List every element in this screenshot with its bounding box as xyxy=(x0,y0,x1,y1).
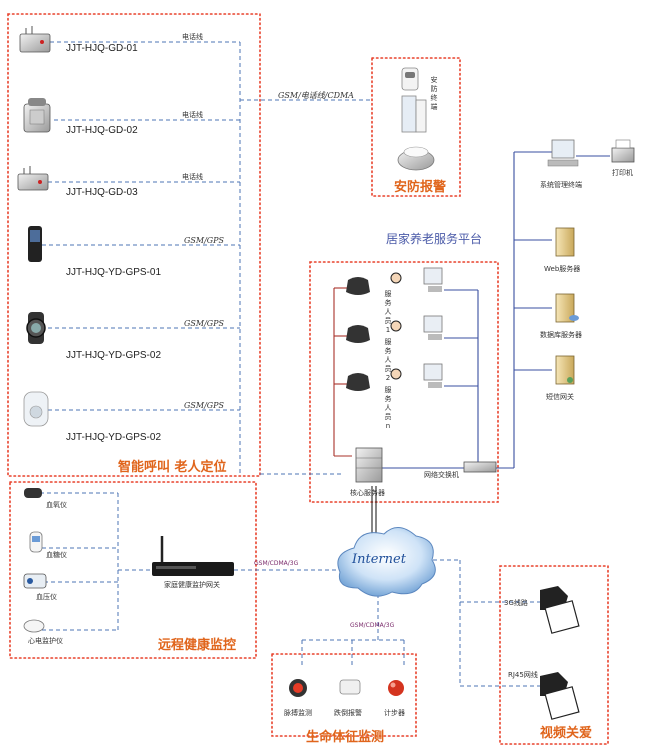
box-security xyxy=(371,57,461,197)
fall-label: 跌倒报警 xyxy=(334,709,362,717)
pendant-gps02-icon xyxy=(23,391,49,427)
link-gateway: GSM/CDMA/3G xyxy=(254,560,299,567)
staff-row-n xyxy=(346,363,443,391)
link-gps-1: GSM/GPS xyxy=(184,236,225,245)
smoke-detector-icon xyxy=(397,146,435,171)
mgmt-terminal-label: 系统管理终端 xyxy=(540,181,582,189)
printer-icon xyxy=(611,139,635,163)
link-phone-3: 电话线 xyxy=(182,173,203,181)
section-title-vital: 生命体征监测 xyxy=(306,730,385,745)
device-label-gps02a: JJT-HJQ-YD-GPS-02 xyxy=(66,350,162,361)
device-label-gd03: JJT-HJQ-GD-03 xyxy=(66,187,138,198)
section-title-security: 安防报警 xyxy=(394,180,447,195)
bp-monitor-icon xyxy=(23,573,47,589)
link-rj45: RJ45网线 xyxy=(508,671,538,679)
staff-label-2: 服务人员2 xyxy=(384,338,392,382)
core-server-icon xyxy=(355,447,383,483)
phone-gd02-icon xyxy=(23,98,51,133)
ecg-monitor-icon xyxy=(23,619,45,633)
oximeter-icon xyxy=(24,488,42,498)
link-gps-3: GSM/GPS xyxy=(184,401,225,410)
device-label-gd01: JJT-HJQ-GD-01 xyxy=(66,43,138,54)
sms-gateway-label: 短信网关 xyxy=(546,393,574,401)
staff-row-1 xyxy=(346,267,443,295)
pulse-monitor-icon xyxy=(289,679,307,697)
camera-rj45-icon xyxy=(540,672,580,720)
core-server-label: 核心服务器 xyxy=(350,489,385,497)
link-phone-1: 电话线 xyxy=(182,33,203,41)
device-label-gps02b: JJT-HJQ-YD-GPS-02 xyxy=(66,432,162,443)
staff-label-n: 服务人员n xyxy=(384,386,392,430)
printer-label: 打印机 xyxy=(612,169,633,177)
pedometer-icon xyxy=(388,680,404,696)
box-vital xyxy=(271,653,417,737)
link-security: GSM/电话线/CDMA xyxy=(278,91,354,100)
sms-gateway-icon xyxy=(555,355,575,385)
staff-label-1: 服务人员1 xyxy=(384,290,392,334)
pulse-label: 脉搏监测 xyxy=(284,709,312,717)
mobile-gps01-icon xyxy=(28,226,42,262)
box-platform xyxy=(309,261,499,503)
web-server-icon xyxy=(555,227,575,257)
section-title-calling: 智能呼叫 老人定位 xyxy=(118,460,227,475)
section-boxes xyxy=(7,13,609,745)
camera-3g-icon xyxy=(540,586,580,634)
staff-row-2 xyxy=(346,315,443,343)
gateway-device-icon xyxy=(152,536,234,576)
glucose-label: 血糖仪 xyxy=(46,551,67,559)
fall-alarm-icon xyxy=(339,679,361,695)
device-label-gd02: JJT-HJQ-GD-02 xyxy=(66,125,138,136)
platform-title: 居家养老服务平台 xyxy=(386,232,483,246)
box-calling xyxy=(7,13,261,477)
db-server-icon xyxy=(555,293,579,323)
link-phone-2: 电话线 xyxy=(182,111,203,119)
web-server-label: Web服务器 xyxy=(544,265,581,273)
glucose-meter-icon xyxy=(29,531,43,553)
security-terminal-label: 安防终端 xyxy=(430,76,438,111)
box-video xyxy=(499,565,609,745)
internet-cloud-icon xyxy=(337,527,436,597)
section-title-video: 视频关爱 xyxy=(540,726,593,741)
switch-label: 网络交换机 xyxy=(424,471,459,479)
dashed-links xyxy=(40,41,542,687)
link-gps-2: GSM/GPS xyxy=(184,319,225,328)
phone-gd03-icon xyxy=(17,166,49,191)
watch-gps02-icon xyxy=(26,312,46,344)
bp-label: 血压仪 xyxy=(36,593,57,601)
section-title-health: 远程健康监控 xyxy=(158,638,237,653)
link-3g: 3G线路 xyxy=(504,599,528,607)
phone-gd01-icon xyxy=(19,26,51,53)
pedometer-label: 计步器 xyxy=(384,709,405,717)
network-switch-icon xyxy=(463,461,497,473)
link-vital: GSM/CDMA/3G xyxy=(350,622,395,629)
ecg-label: 心电监护仪 xyxy=(28,637,63,645)
mgmt-terminal-icon xyxy=(547,139,579,167)
gateway-label: 家庭健康监护网关 xyxy=(164,581,220,589)
security-terminal-icon xyxy=(401,67,427,133)
oximeter-label: 血氧仪 xyxy=(46,501,67,509)
db-server-label: 数据库服务器 xyxy=(540,331,582,339)
device-label-gps01: JJT-HJQ-YD-GPS-01 xyxy=(66,267,162,278)
internet-label: Internet xyxy=(352,552,406,567)
